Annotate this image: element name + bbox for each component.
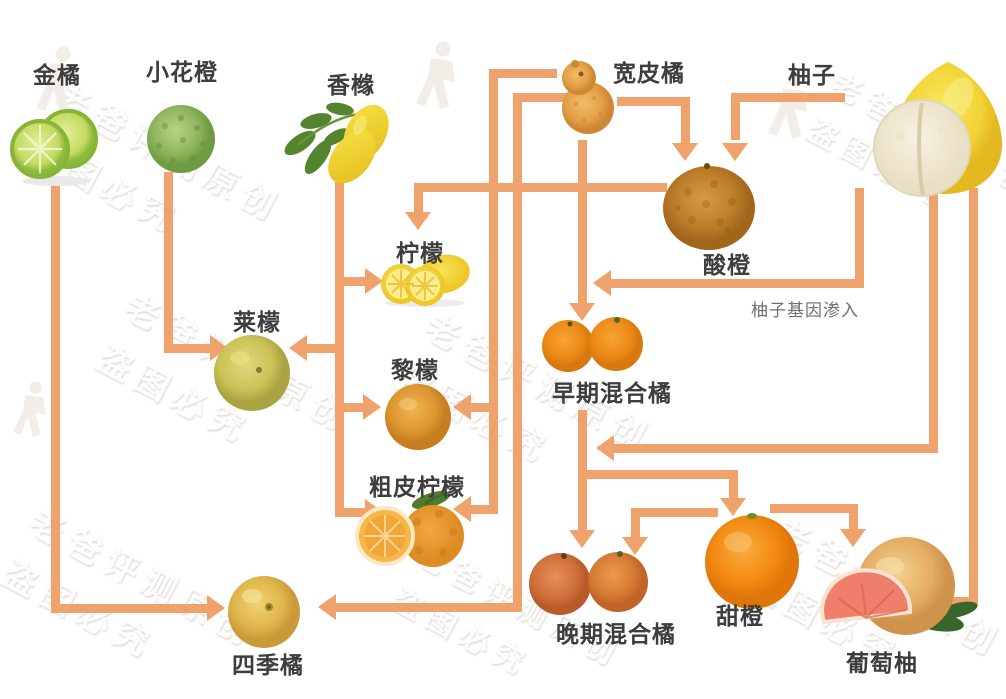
connector-youzi-putaoyou bbox=[969, 188, 978, 606]
arrowhead-to-wanqi bbox=[596, 435, 614, 461]
connector-youzi-zaoqi bbox=[855, 188, 864, 288]
label-jinju: 金橘 bbox=[33, 62, 81, 88]
putaoyou-fruit-image bbox=[820, 537, 978, 635]
youzi-fruit-image bbox=[873, 62, 1003, 197]
arrowhead-to-zaoqi bbox=[569, 303, 595, 321]
connector-zaoqi-tiancheng bbox=[587, 470, 738, 479]
label-ningmeng: 柠檬 bbox=[396, 240, 444, 266]
arrowhead-to-ningmeng bbox=[365, 268, 383, 294]
arrowhead-to-tiancheng bbox=[720, 498, 746, 516]
tiancheng-fruit-image bbox=[705, 513, 799, 609]
arrowhead-to-suancheng bbox=[672, 143, 698, 161]
annotation-pomelo-introgression: 柚子基因渗入 bbox=[751, 301, 859, 320]
cupiningmeng-fruit-image bbox=[355, 490, 464, 567]
connector-jinju-sijiju bbox=[51, 604, 209, 613]
connector-zaoqi-wanqi bbox=[578, 410, 587, 530]
label-youzi: 柚子 bbox=[788, 62, 836, 88]
connector-tiancheng-putaoyou bbox=[849, 504, 858, 529]
connector-zaoqi-tiancheng bbox=[729, 470, 738, 498]
connector-kuanpiju-west1 bbox=[489, 69, 557, 78]
label-xiaohuacheng: 小花橙 bbox=[146, 59, 218, 85]
ningmeng-fruit-image bbox=[381, 254, 470, 307]
label-kuanpiju: 宽皮橘 bbox=[613, 60, 685, 86]
connector-xiangyuan-ningmeng bbox=[344, 277, 367, 286]
person-silhouette-icon bbox=[416, 41, 455, 109]
arrowhead-to-limeng bbox=[453, 394, 471, 420]
connector-kuanpiju-sijiju bbox=[513, 93, 522, 612]
limeng-fruit-image bbox=[385, 384, 451, 450]
label-suancheng: 酸橙 bbox=[703, 252, 751, 278]
connector-youzi-wanqi bbox=[929, 188, 938, 453]
arrowhead-to-sijiju bbox=[207, 595, 225, 621]
connector-xiaohuacheng-laimeng bbox=[164, 172, 173, 353]
laimeng-fruit-image bbox=[214, 335, 290, 411]
label-cupiningmeng: 粗皮柠檬 bbox=[369, 474, 465, 500]
suancheng-fruit-image bbox=[663, 163, 755, 250]
connector-youzi-suancheng bbox=[731, 93, 740, 140]
connector-youzi-suancheng bbox=[735, 93, 845, 102]
label-wanqihunheju: 晚期混合橘 bbox=[556, 621, 676, 647]
connector-jinju-sijiju bbox=[51, 182, 60, 613]
connector-tiancheng-wanqi bbox=[640, 508, 718, 517]
connector-xiaohuacheng-laimeng bbox=[167, 344, 212, 353]
arrowhead-to-sijiju bbox=[318, 594, 336, 620]
connector-xiangyuan-laimeng bbox=[302, 344, 335, 353]
arrowhead-to-ningmeng bbox=[405, 212, 431, 230]
arrowhead-introgression bbox=[593, 270, 611, 296]
connector-kuanpiju-suancheng bbox=[617, 97, 690, 106]
connector-kuanpiju-cupiningmeng bbox=[467, 505, 498, 514]
sijiju-fruit-image bbox=[228, 576, 300, 648]
connector-xiangyuan-trunk bbox=[335, 178, 344, 517]
label-limeng: 黎檬 bbox=[391, 357, 439, 383]
person-silhouette-icon bbox=[13, 381, 46, 438]
jinju-fruit-image bbox=[10, 109, 98, 186]
arrowhead-to-laimeng bbox=[289, 335, 307, 361]
wanqihunheju-fruit-image bbox=[529, 551, 648, 615]
connector-youzi-putaoyou bbox=[941, 597, 978, 606]
label-sijiju: 四季橘 bbox=[232, 652, 304, 678]
xiaohuacheng-fruit-image bbox=[147, 105, 215, 173]
arrowhead-to-cupiningmeng bbox=[453, 496, 471, 522]
arrowhead-to-wanqi bbox=[569, 530, 595, 548]
connector-kuanpiju-limeng bbox=[467, 403, 498, 412]
connector-xiangyuan-cupiningmeng bbox=[344, 508, 366, 517]
label-zaoqihunheju: 早期混合橘 bbox=[552, 380, 672, 406]
label-tiancheng: 甜橙 bbox=[716, 603, 764, 629]
connector-kuanpiju-sijiju bbox=[513, 93, 570, 102]
connector-suancheng-ningmeng bbox=[414, 183, 667, 192]
label-xiangyuan: 香橼 bbox=[327, 72, 375, 98]
connector-kuanpiju-suancheng bbox=[681, 97, 690, 143]
xiangyuan-fruit-image bbox=[284, 102, 389, 184]
connector-suancheng-ningmeng bbox=[414, 183, 423, 212]
connector-kuanpiju-zaoqi bbox=[578, 140, 587, 303]
arrowhead-to-wanqi bbox=[622, 537, 648, 555]
arrowhead-to-suancheng bbox=[722, 143, 748, 161]
zaoqihunheju-fruit-image bbox=[542, 317, 643, 372]
connector-youzi-zaoqi bbox=[605, 279, 864, 288]
connector-tiancheng-putaoyou bbox=[770, 504, 858, 513]
label-putaoyou: 葡萄柚 bbox=[846, 650, 918, 676]
connector-kuanpiju-west1 bbox=[489, 69, 498, 514]
arrowhead-to-putaoyou bbox=[840, 529, 866, 547]
arrowhead-to-limeng bbox=[363, 394, 381, 420]
connector-xiangyuan-limeng bbox=[344, 403, 364, 412]
connector-tiancheng-wanqi bbox=[631, 508, 640, 537]
connector-kuanpiju-sijiju bbox=[332, 603, 522, 612]
label-laimeng: 莱檬 bbox=[233, 309, 281, 335]
kuanpiju-fruit-image bbox=[562, 60, 614, 134]
connector-youzi-wanqi bbox=[604, 444, 938, 453]
person-silhouette-icon bbox=[36, 46, 75, 114]
